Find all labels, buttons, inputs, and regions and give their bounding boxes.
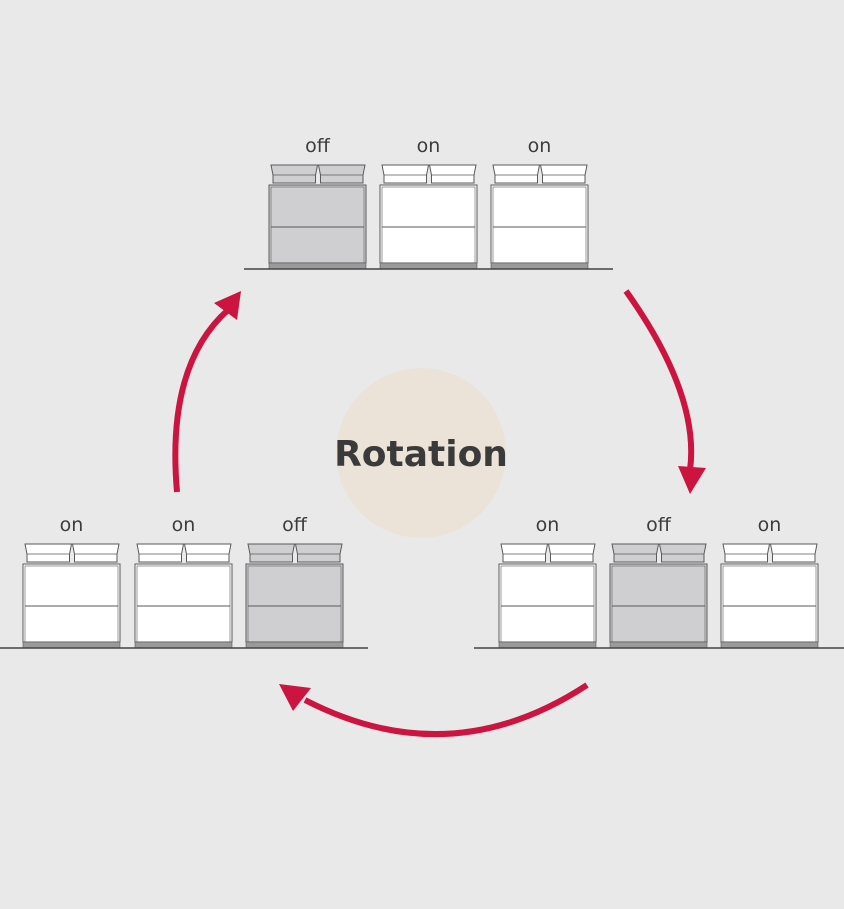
unit-off: off [609, 514, 708, 649]
unit-on: on [490, 135, 589, 270]
cushion [611, 543, 660, 563]
cushion [136, 543, 185, 563]
unit-label: on [417, 135, 441, 157]
arrow-shaft [172, 307, 230, 493]
center-circle [336, 368, 506, 538]
cushion [492, 164, 541, 184]
unit-label: on [536, 514, 560, 536]
unit-label: on [172, 514, 196, 536]
cushion [547, 543, 596, 563]
unit-label: on [60, 514, 84, 536]
unit-base [490, 262, 589, 270]
cushion [317, 164, 366, 184]
arrowhead [678, 466, 706, 494]
unit-base [245, 641, 344, 649]
unit-on: on [134, 514, 233, 649]
arrow-left-to-top [172, 291, 241, 493]
unit-body [22, 563, 121, 643]
unit-base [609, 641, 708, 649]
unit-base [498, 641, 597, 649]
unit-on: on [22, 514, 121, 649]
center-badge: Rotation [334, 368, 508, 538]
arrowhead [279, 684, 311, 711]
unit-base [268, 262, 367, 270]
center-title: Rotation [334, 434, 508, 475]
unit-label: off [282, 514, 308, 536]
cushion [658, 543, 707, 563]
unit-body [498, 563, 597, 643]
cushion [500, 543, 549, 563]
unit-label: off [305, 135, 331, 157]
unit-base [379, 262, 478, 270]
group-left: on on off [0, 514, 368, 649]
unit-off: off [268, 135, 367, 270]
arrows-layer [172, 289, 706, 738]
cushion [722, 543, 771, 563]
unit-off: off [245, 514, 344, 649]
unit-on: on [498, 514, 597, 649]
unit-body [379, 184, 478, 264]
unit-label: on [758, 514, 782, 536]
cushion [71, 543, 120, 563]
arrowhead [214, 291, 241, 320]
unit-base [22, 641, 121, 649]
unit-base [720, 641, 819, 649]
unit-label: on [528, 135, 552, 157]
unit-body [134, 563, 233, 643]
cushion [247, 543, 296, 563]
cushion [769, 543, 818, 563]
cushion [428, 164, 477, 184]
groups-layer: off on on on off on on on off [0, 135, 844, 649]
cushion [24, 543, 73, 563]
cushion [294, 543, 343, 563]
group-right: on off on [474, 514, 844, 649]
cushion [270, 164, 319, 184]
group-top: off on on [244, 135, 613, 270]
unit-base [134, 641, 233, 649]
arrow-top-to-right [623, 289, 706, 494]
cushion [381, 164, 430, 184]
unit-on: on [379, 135, 478, 270]
cushion [183, 543, 232, 563]
arrow-shaft [623, 289, 695, 471]
arrow-right-to-left [279, 682, 589, 738]
unit-body [720, 563, 819, 643]
unit-label: off [646, 514, 672, 536]
cushion [539, 164, 588, 184]
unit-body [609, 563, 708, 643]
unit-body [490, 184, 589, 264]
arrow-shaft [303, 682, 589, 738]
unit-body [245, 563, 344, 643]
unit-on: on [720, 514, 819, 649]
unit-body [268, 184, 367, 264]
